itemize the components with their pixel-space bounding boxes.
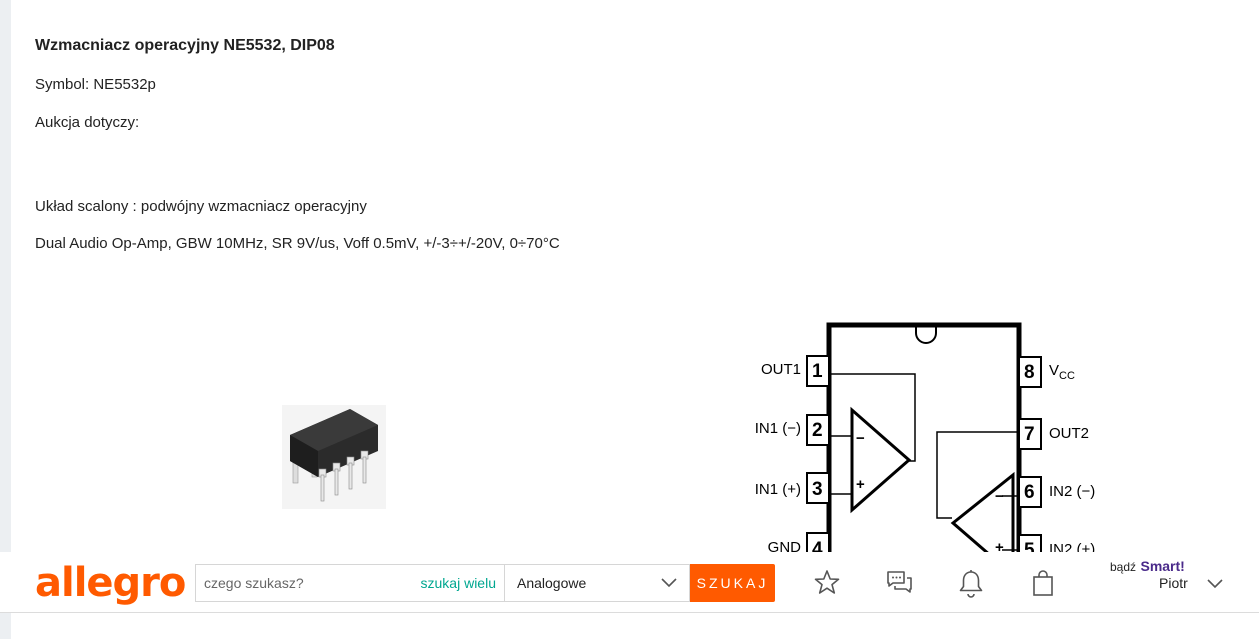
pin-2-label: IN1 (−) bbox=[755, 420, 801, 437]
pin-6-number: 6 bbox=[1024, 482, 1035, 503]
product-title: Wzmacniacz operacyjny NE5532, DIP08 bbox=[35, 37, 335, 54]
pin-3-label: IN1 (+) bbox=[755, 481, 801, 498]
pin-5-number: 5 bbox=[1024, 540, 1035, 552]
pin-1-number: 1 bbox=[812, 361, 823, 382]
bell-icon[interactable] bbox=[957, 568, 985, 598]
opamp-2-minus: − bbox=[995, 488, 1004, 505]
opamp-1-minus: − bbox=[856, 430, 865, 447]
messages-icon[interactable] bbox=[886, 568, 914, 598]
pin-7-number: 7 bbox=[1024, 424, 1035, 445]
pin-6-label: IN2 (−) bbox=[1049, 483, 1095, 500]
opamp-2-plus: + bbox=[995, 539, 1004, 552]
star-icon[interactable] bbox=[813, 568, 841, 598]
cart-bag-icon[interactable] bbox=[1029, 568, 1057, 598]
allegro-logo[interactable]: allegro bbox=[35, 560, 186, 606]
user-menu-chevron-down-icon[interactable] bbox=[1205, 576, 1225, 592]
pin-7-label: OUT2 bbox=[1049, 425, 1089, 442]
search-button[interactable]: SZUKAJ bbox=[690, 564, 775, 602]
search-input[interactable] bbox=[196, 565, 422, 601]
product-type: Układ scalony : podwójny wzmacniacz oper… bbox=[35, 198, 367, 215]
smart-prefix: bądź bbox=[1110, 560, 1137, 574]
pin-8-label: VCC bbox=[1049, 362, 1075, 382]
search-many-link[interactable]: szukaj wielu bbox=[420, 575, 496, 591]
pin-5-label: IN2 (+) bbox=[1049, 541, 1095, 552]
product-specs: Dual Audio Op-Amp, GBW 10MHz, SR 9V/us, … bbox=[35, 235, 560, 252]
pin-2-number: 2 bbox=[812, 420, 823, 441]
user-name[interactable]: Piotr bbox=[1159, 575, 1188, 591]
search-box: szukaj wielu bbox=[195, 564, 505, 602]
category-value: Analogowe bbox=[517, 575, 587, 591]
notch bbox=[915, 327, 937, 344]
auction-label: Aukcja dotyczy: bbox=[35, 114, 140, 131]
pinout-diagram: 1 2 3 4 8 7 6 5 OUT1 IN1 (−) IN1 (+) GND… bbox=[727, 305, 1137, 552]
smart-label: Smart! bbox=[1140, 558, 1185, 574]
pin-8-number: 8 bbox=[1024, 362, 1035, 383]
left-gutter-bottom bbox=[0, 613, 11, 639]
pin-4-label: GND bbox=[768, 539, 802, 552]
chevron-down-icon bbox=[661, 578, 677, 588]
product-symbol: Symbol: NE5532p bbox=[35, 76, 156, 93]
opamp-1-plus: + bbox=[856, 476, 865, 493]
left-gutter bbox=[0, 0, 11, 552]
pin-4-number: 4 bbox=[812, 539, 823, 552]
opamp-1 bbox=[850, 406, 912, 514]
category-select[interactable]: Analogowe bbox=[505, 564, 690, 602]
pin-1-label: OUT1 bbox=[761, 361, 801, 378]
site-header: allegro szukaj wielu Analogowe SZUKAJ bą… bbox=[0, 552, 1259, 613]
dip8-chip-image bbox=[282, 405, 386, 509]
smart-promo[interactable]: bądź Smart! bbox=[1110, 558, 1185, 576]
pin-3-number: 3 bbox=[812, 479, 823, 500]
opamp-2 bbox=[950, 471, 1015, 552]
page-below-header bbox=[0, 613, 1259, 639]
